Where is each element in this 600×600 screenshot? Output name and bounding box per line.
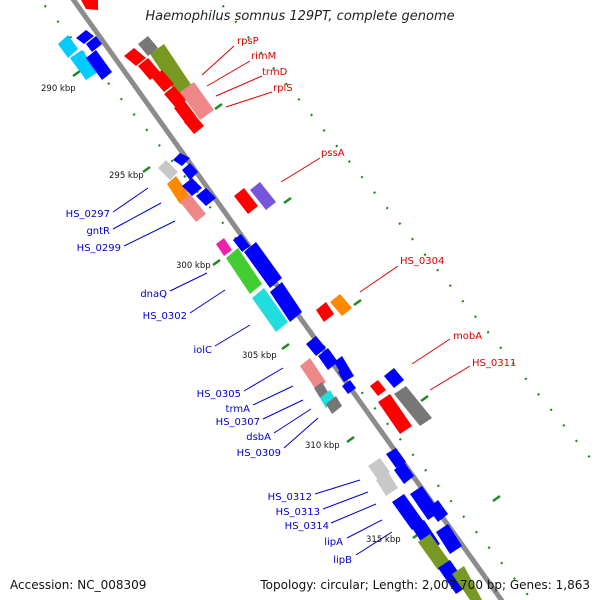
gene-block — [81, 0, 98, 10]
gene-block — [158, 160, 178, 180]
gene-label-HS_0309: HS_0309 — [237, 448, 281, 459]
topology-text: Topology: circular; Length: 2,007,700 bp… — [260, 578, 590, 592]
gene-block — [320, 390, 336, 408]
gene-label-iolC: iolC — [193, 345, 212, 356]
gene-label-HS_0307: HS_0307 — [216, 417, 260, 428]
gene-label-HS_0312: HS_0312 — [268, 492, 312, 503]
gene-arrow — [234, 188, 258, 214]
gene-arrow — [76, 30, 94, 44]
kbp-labels: 290 kbp 295 kbp 300 kbp 305 kbp 310 kbp … — [41, 84, 401, 545]
gene-label-lipB: lipB — [333, 555, 352, 566]
gene-label-dnaQ: dnaQ — [140, 289, 167, 300]
gene-block — [300, 358, 326, 390]
gene-label-HS_0314: HS_0314 — [285, 521, 329, 532]
label-leaders — [112, 45, 471, 556]
kbp-label: 290 kbp — [41, 84, 76, 94]
gene-arrow — [370, 380, 386, 396]
gene-arrow — [386, 448, 406, 468]
gene-arrow — [86, 36, 102, 52]
gene-block — [270, 282, 302, 322]
gene-label-dsbA: dsbA — [246, 432, 271, 443]
gene-arrow — [334, 356, 348, 372]
gene-label-HS_0313: HS_0313 — [276, 507, 320, 518]
gene-arrow — [318, 348, 338, 370]
gene-arrow — [58, 35, 78, 58]
kbp-label: 300 kbp — [176, 261, 211, 271]
gene-block — [250, 182, 276, 210]
gene-arrow — [182, 178, 202, 196]
gene-label-HS_0297: HS_0297 — [66, 209, 110, 220]
gene-label-lipA: lipA — [324, 537, 343, 548]
gene-block — [70, 50, 98, 80]
gene-label-trmA: trmA — [226, 404, 251, 415]
gene-arrow — [316, 302, 334, 322]
gene-block — [86, 50, 112, 80]
genes-inner-strand — [58, 0, 482, 600]
gene-arrow — [428, 500, 448, 522]
gene-block — [418, 534, 450, 570]
kbp-label: 295 kbp — [109, 171, 144, 181]
gene-block — [138, 36, 158, 56]
gene-arrow — [138, 58, 160, 80]
gene-block — [244, 242, 282, 288]
gene-labels-left: HS_0297 gntR HS_0299 dnaQ HS_0302 iolC H… — [66, 209, 352, 566]
gene-block — [226, 248, 262, 294]
gene-block — [376, 472, 398, 496]
gene-block — [330, 294, 352, 316]
gene-labels-right: rpsP rimM trmD rplS pssA HS_0304 mobA HS… — [237, 36, 516, 369]
gene-label-rpsP: rpsP — [237, 36, 259, 47]
gene-arrow — [233, 234, 250, 252]
gene-arrow — [124, 48, 146, 66]
gene-arrow — [384, 368, 404, 388]
gene-label-trmD: trmD — [262, 67, 288, 78]
gene-label-HS_0311: HS_0311 — [472, 358, 516, 369]
gene-block — [392, 494, 424, 530]
gene-block — [150, 44, 196, 102]
gene-label-HS_0305: HS_0305 — [197, 389, 241, 400]
kbp-label: 310 kbp — [305, 441, 340, 451]
gene-arrow — [394, 462, 414, 484]
gene-block — [378, 394, 412, 434]
gene-arrow — [164, 86, 186, 108]
gene-arrow — [338, 366, 354, 382]
gene-label-HS_0302: HS_0302 — [143, 311, 187, 322]
gene-arrow — [152, 70, 174, 92]
kbp-tick-marks — [72, 69, 501, 540]
gene-block — [216, 238, 232, 256]
gene-label-HS_0304: HS_0304 — [400, 256, 444, 267]
genes-outer-strand — [124, 36, 432, 434]
gene-block — [436, 524, 462, 554]
gene-arrow — [184, 114, 204, 134]
gene-arrow — [342, 380, 356, 394]
gene-label-pssA: pssA — [321, 148, 345, 159]
gene-label-HS_0299: HS_0299 — [77, 243, 121, 254]
gene-block — [452, 566, 482, 600]
gene-label-mobA: mobA — [453, 331, 482, 342]
gene-block — [167, 176, 190, 204]
gene-block — [394, 386, 432, 426]
gene-label-gntR: gntR — [86, 226, 110, 237]
gene-label-rplS: rplS — [273, 83, 293, 94]
kbp-label: 315 kbp — [366, 535, 401, 545]
gene-arrow — [306, 336, 326, 356]
gene-block — [180, 194, 206, 222]
accession-text: Accession: NC_008309 — [10, 578, 147, 592]
gene-label-rimM: rimM — [251, 51, 276, 62]
gene-arrow — [196, 188, 216, 206]
gene-block — [252, 288, 288, 332]
map-title: Haemophilus somnus 129PT, complete genom… — [145, 9, 455, 24]
gene-arrow — [182, 163, 198, 180]
gene-block — [180, 82, 214, 120]
gene-block — [326, 396, 342, 414]
gene-block — [314, 382, 328, 398]
gene-arrow — [173, 153, 190, 166]
kbp-label: 305 kbp — [242, 351, 277, 361]
